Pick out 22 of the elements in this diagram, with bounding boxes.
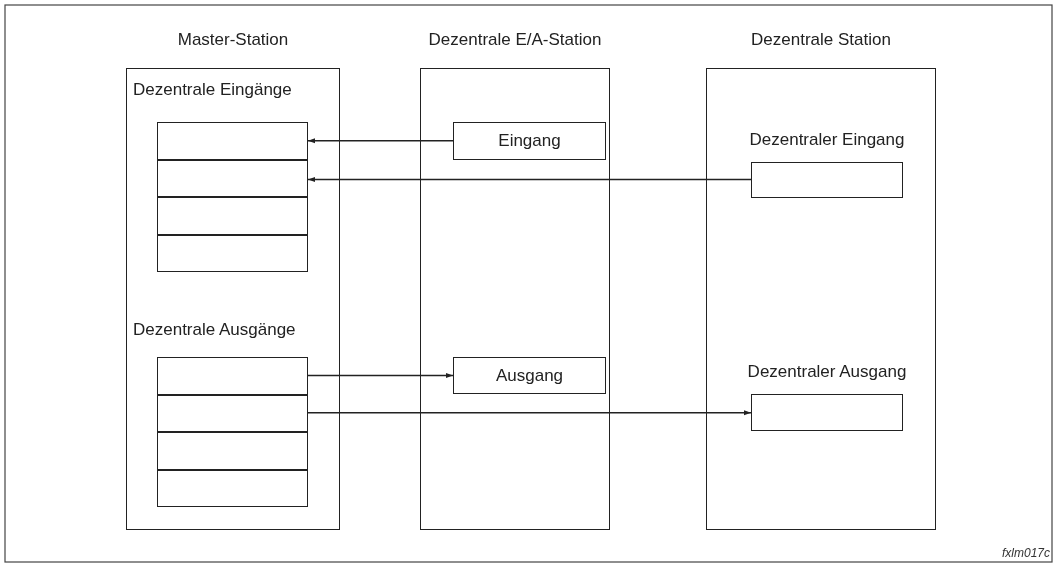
station-heading: Master-Station <box>176 30 290 50</box>
register-cell <box>157 469 308 507</box>
figure-code: fxlm017c <box>1001 546 1050 560</box>
register-cell <box>157 197 308 235</box>
io-heading: Dezentraler Eingang <box>748 130 906 150</box>
arrow <box>307 373 454 378</box>
io-box: Ausgang <box>453 357 606 394</box>
station-heading: Dezentrale E/A-Station <box>427 30 603 50</box>
group-heading: Dezentrale Eingänge <box>133 80 292 100</box>
register-cell <box>157 432 308 470</box>
register-cell <box>157 394 308 432</box>
io-heading: Dezentraler Ausgang <box>746 362 908 382</box>
register-cell <box>157 357 308 395</box>
register-cell <box>157 122 308 160</box>
arrow <box>307 138 454 144</box>
station-heading: Dezentrale Station <box>750 30 892 50</box>
io-box: Eingang <box>453 122 606 160</box>
group-heading: Dezentrale Ausgänge <box>133 320 296 340</box>
register-cell <box>157 159 308 197</box>
register-cell <box>157 234 308 272</box>
arrow <box>307 177 752 182</box>
arrow <box>307 410 752 416</box>
